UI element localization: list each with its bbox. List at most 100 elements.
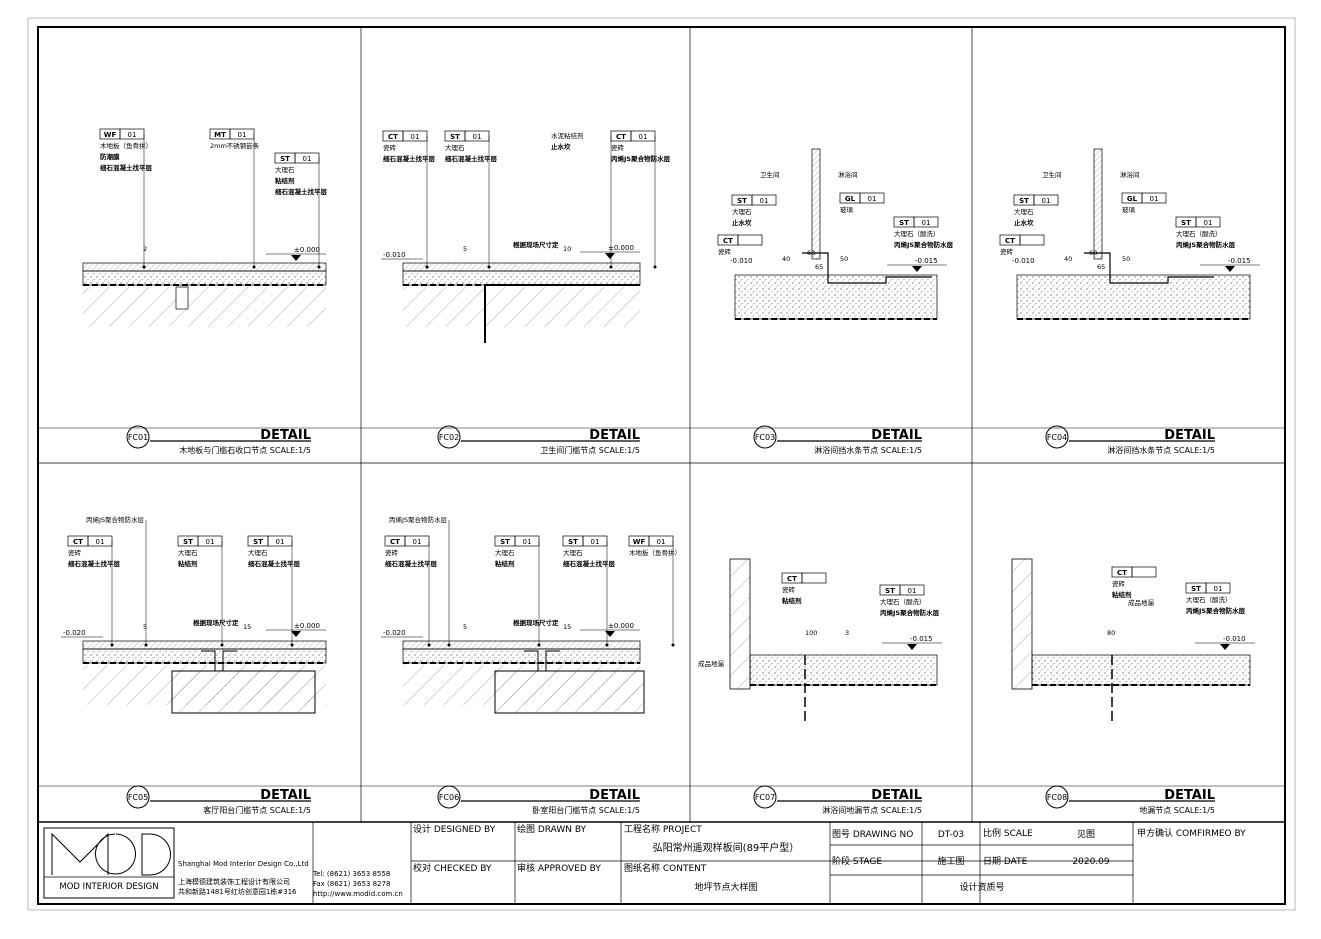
company-web: http://www.modid.com.cn [313, 890, 403, 898]
tag-note: 粘结剂 [1112, 590, 1132, 599]
tag-note: 2mm不锈钢嵌条 [210, 141, 260, 150]
tag-note: 成品地漏 [1128, 598, 1155, 607]
client-confirm-label: 甲方确认 COMFIRMEO BY [1137, 827, 1246, 839]
wall-section [1011, 558, 1033, 690]
dimension-label: 5 [463, 245, 467, 253]
tag-code: ST [280, 155, 290, 163]
detail-caption: 地漏节点 SCALE:1/5 [1139, 805, 1215, 815]
tag-code: WF [633, 538, 646, 546]
company-tel: Tel: (8621) 3653 8558 [312, 870, 390, 878]
tag-note: 玻璃 [840, 205, 854, 214]
tag-code: ST [1019, 197, 1029, 205]
tag-note: 玻璃 [1122, 205, 1136, 214]
dimension-label: 65 [1097, 263, 1105, 271]
finish-layer [82, 262, 327, 272]
level-value: -0.010 [1223, 635, 1246, 643]
tag-num-box [801, 572, 827, 584]
dimension-label: 10 [563, 245, 571, 253]
drawing-no-label: 图号 DRAWING NO [832, 829, 913, 840]
glass-panel [1093, 148, 1103, 260]
dimension-label: 50 [840, 255, 848, 263]
detail-heading: DETAIL [1164, 428, 1215, 443]
dimension-label: 60 [1089, 249, 1097, 257]
project-label: 工程名称 PROJECT [624, 823, 702, 835]
finish-layer [82, 640, 327, 650]
detail-bubble [126, 785, 150, 809]
detail-code: FC05 [128, 793, 148, 802]
leader-dot [653, 265, 657, 269]
detail-heading: DETAIL [260, 788, 311, 803]
tag-note: 大理石（酸洗） [1186, 595, 1232, 604]
tag-code: ST [1181, 219, 1191, 227]
tag-note: 大理石 [275, 165, 295, 174]
sheet-border-outer [27, 17, 1296, 911]
dimension-label: 5 [463, 623, 467, 631]
drawing-no-value: DT-03 [938, 830, 964, 840]
tag-num: 01 [591, 538, 600, 546]
detail-caption: 木地板与门槛石收口节点 SCALE:1/5 [179, 445, 311, 455]
tag-num: 01 [523, 538, 532, 546]
tag-num: 01 [1150, 195, 1159, 203]
detail-bubble [1045, 785, 1069, 809]
tag-num-box [913, 216, 939, 228]
date-label: 日期 DATE [983, 856, 1028, 867]
leader-dot [317, 265, 321, 269]
screed-layer [1031, 654, 1251, 686]
level-marker [605, 253, 615, 259]
logo-frame [43, 827, 175, 899]
tag-num-box [859, 192, 885, 204]
tag-note: 大理石（酸洗） [880, 597, 926, 606]
content-label: 图纸名称 CONTENT [624, 862, 707, 874]
tag-note: 丙烯JS聚合物防水层 [894, 240, 954, 249]
tag-code: ST [1191, 585, 1201, 593]
dimension-label: 40 [782, 255, 790, 263]
dimension-label: 15 [563, 623, 571, 631]
tag-note: 细石混凝土找平层 [383, 154, 436, 163]
leader-dot [252, 265, 256, 269]
tag-num-box [1033, 194, 1059, 206]
tag-num-box [899, 584, 925, 596]
tag-note: 细石混凝土找平层 [100, 163, 153, 172]
tag-code: ST [253, 538, 263, 546]
room-label: 淋浴间 [1120, 170, 1140, 179]
tag-note: 大理石（酸洗） [1176, 229, 1222, 238]
tag-num-box [1019, 234, 1045, 246]
tag-note: 丙烯JS聚合物防水层 [880, 608, 940, 617]
level-marker [907, 644, 917, 650]
tag-code: ST [885, 587, 895, 595]
tag-note: 瓷砖 [782, 585, 796, 594]
checked-by-label: 校对 CHECKED BY [413, 862, 492, 874]
detail-bubble [437, 425, 461, 449]
tag-num: 01 [276, 538, 285, 546]
tag-note: 丙烯JS聚合物防水层 [86, 515, 145, 524]
detail-caption: 淋浴间挡水条节点 SCALE:1/5 [1107, 445, 1215, 455]
balcony-slab [494, 670, 645, 714]
tag-note: 细石混凝土找平层 [68, 559, 121, 568]
tag-note: 粘结剂 [178, 559, 198, 568]
detail-bubble [1045, 425, 1069, 449]
level-value: -0.015 [1228, 257, 1251, 265]
dimension-label: 根据现场尺寸定 [513, 618, 559, 627]
mod-logo-icon [51, 832, 171, 876]
tag-num: 01 [639, 133, 648, 141]
tag-num-box [1131, 566, 1157, 578]
tag-note: 成品地漏 [698, 659, 725, 668]
tag-num: 01 [1204, 219, 1213, 227]
room-label: 卫生间 [1042, 170, 1062, 179]
tag-num-box [751, 194, 777, 206]
detail-bubble [753, 425, 777, 449]
tag-note: 瓷砖 [718, 247, 732, 256]
detail-caption: 淋浴间挡水条节点 SCALE:1/5 [814, 445, 922, 455]
scale-label: 比例 SCALE [983, 827, 1033, 839]
tag-code: CT [390, 538, 400, 546]
tag-note: 瓷砖 [611, 143, 625, 152]
tag-num: 01 [206, 538, 215, 546]
tag-note: 粘结剂 [495, 559, 515, 568]
dimension-label: 2 [143, 245, 147, 253]
tag-code: CT [1005, 237, 1015, 245]
